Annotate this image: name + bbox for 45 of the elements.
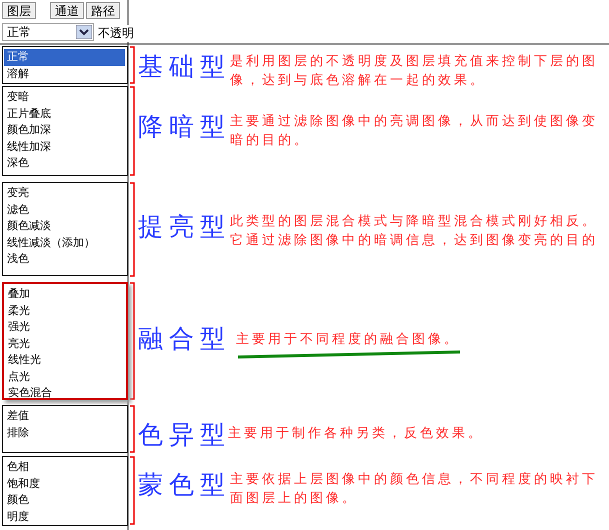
blend-mode-option: 强光: [8, 319, 30, 336]
blend-mode-option: 亮光: [8, 336, 30, 352]
mode-list-box: [2, 182, 128, 276]
blend-mode-option: 实色混合: [8, 385, 52, 402]
mode-list-box: [2, 46, 128, 84]
blend-mode-option: 浅色: [7, 251, 29, 268]
category-description: 此类型的图层混合模式与降暗型混合模式刚好相反。它通过滤除图像中的暗调信息，达到图像变亮的目的: [230, 213, 599, 250]
blend-mode-option: 排除: [7, 424, 29, 441]
panel-tab: 图层: [2, 2, 36, 19]
blend-mode-option: 点光: [8, 368, 30, 385]
blend-mode-option: 溶解: [7, 66, 29, 82]
blend-mode-option: 颜色: [7, 492, 29, 508]
blend-mode-option: 变暗: [7, 89, 29, 106]
mode-list-box: [2, 405, 128, 453]
blend-mode-option: 变亮: [7, 185, 29, 202]
mode-list-box: [2, 86, 128, 176]
category-heading: 基础型: [138, 52, 231, 81]
category-description: 主要依据上层图像中的颜色信息，不同程度的映衬下面图层上的图像。: [230, 471, 599, 508]
blend-mode-option: 线性减淡（添加）: [7, 234, 95, 251]
blend-mode-option: 柔光: [8, 302, 30, 319]
blend-mode-option: 线性加深: [7, 138, 51, 155]
mode-list-box: [2, 456, 128, 526]
category-description: 主要通过滤除图像中的亮调图像，从而达到使图像变暗的目的。: [230, 113, 599, 150]
blend-mode-option: 颜色加深: [7, 122, 51, 138]
blend-mode-option: 明度: [7, 508, 29, 525]
category-heading: 提亮型: [138, 212, 231, 241]
opacity-label: 不透明: [98, 25, 134, 42]
blend-mode-option: 深色: [7, 155, 29, 172]
mode-list-box: [2, 282, 128, 400]
blend-mode-option: 差值: [7, 408, 29, 424]
panel-tab: 通道: [50, 2, 84, 19]
category-description: 主要用于不同程度的融合图像。: [236, 331, 461, 349]
panel-tab: 路径: [86, 2, 120, 19]
blend-mode-option: 正片叠底: [7, 106, 51, 122]
blend-mode-option: 滤色: [7, 202, 29, 218]
category-heading: 蒙色型: [138, 470, 231, 499]
blend-mode-option: 叠加: [8, 286, 30, 302]
blend-mode-option: 颜色减淡: [7, 218, 51, 234]
blend-mode-option: 线性光: [8, 352, 41, 368]
category-heading: 降暗型: [138, 112, 231, 141]
blend-mode-option: 饱和度: [7, 476, 40, 492]
blend-mode-option: 色相: [7, 459, 29, 476]
blend-mode-option: 正常: [4, 49, 125, 66]
category-description: 是利用图层的不透明度及图层填充值来控制下层的图像，达到与底色溶解在一起的效果。: [230, 53, 599, 90]
category-heading: 融合型: [138, 324, 231, 354]
